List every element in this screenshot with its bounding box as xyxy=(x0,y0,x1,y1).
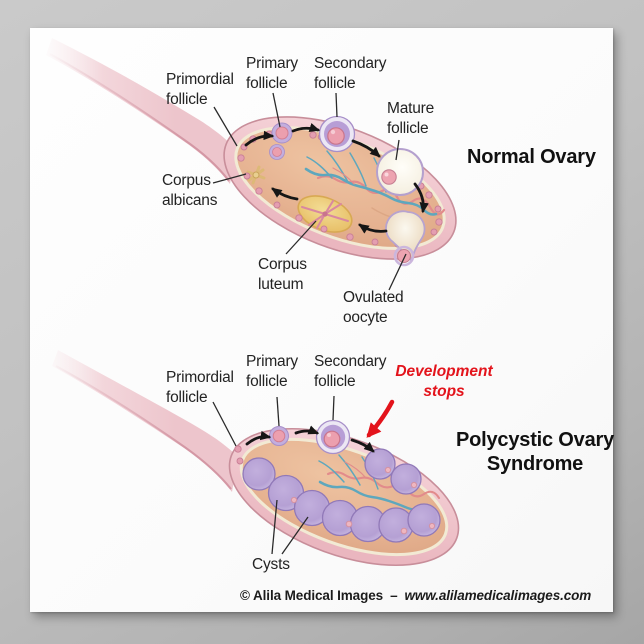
label-development-stops: Development stops xyxy=(395,363,493,400)
pcos-ovary-illustration xyxy=(52,350,460,567)
label-primordial-follicle-pcos: Primordial follicle xyxy=(166,369,234,406)
secondary-follicle-graphic xyxy=(315,419,351,455)
label-cysts: Cysts xyxy=(252,556,290,573)
footer-separator: – xyxy=(390,588,398,603)
cyst-oocyte-marks xyxy=(290,466,436,535)
label-secondary-follicle-normal: Secondary follicle xyxy=(314,55,387,92)
copyright-footer: © Alila Medical Images–www.alilamedicali… xyxy=(240,588,591,603)
ovary-stalk xyxy=(52,350,238,492)
primary-follicle-graphic xyxy=(269,122,293,160)
label-primary-follicle-pcos: Primary follicle xyxy=(246,353,298,390)
label-corpus-albicans: Corpus albicans xyxy=(162,172,218,209)
label-primordial-follicle-normal: Primordial follicle xyxy=(166,71,234,108)
normal-ovary-title: Normal Ovary xyxy=(467,146,596,168)
cycle-arrows xyxy=(245,425,375,453)
normal-ovary-illustration xyxy=(46,38,457,291)
secondary-follicle-graphic xyxy=(318,115,356,153)
website-url: www.alilamedicalimages.com xyxy=(404,588,592,603)
label-secondary-follicle-pcos: Secondary follicle xyxy=(314,353,387,390)
mature-follicle-graphic xyxy=(376,148,424,196)
leader-lines xyxy=(212,395,335,555)
primordial-follicle-dots xyxy=(234,445,244,465)
ovulated-oocyte-graphic xyxy=(385,210,426,267)
label-mature-follicle: Mature follicle xyxy=(387,100,435,137)
corpus-albicans-graphic xyxy=(246,165,266,185)
ovary-stalk xyxy=(46,38,236,184)
primary-follicle-graphic xyxy=(269,426,289,446)
label-ovulated-oocyte: Ovulated oocyte xyxy=(343,289,404,326)
development-stops-arrow xyxy=(366,399,395,438)
pcos-title: Polycystic Ovary Syndrome xyxy=(455,429,614,475)
cycle-arrows xyxy=(244,123,429,234)
label-primary-follicle-normal: Primary follicle xyxy=(246,55,298,92)
corpus-luteum-graphic xyxy=(297,195,353,233)
leader-lines xyxy=(212,92,407,291)
label-corpus-luteum: Corpus luteum xyxy=(258,256,307,293)
copyright-text: © Alila Medical Images xyxy=(240,588,384,603)
